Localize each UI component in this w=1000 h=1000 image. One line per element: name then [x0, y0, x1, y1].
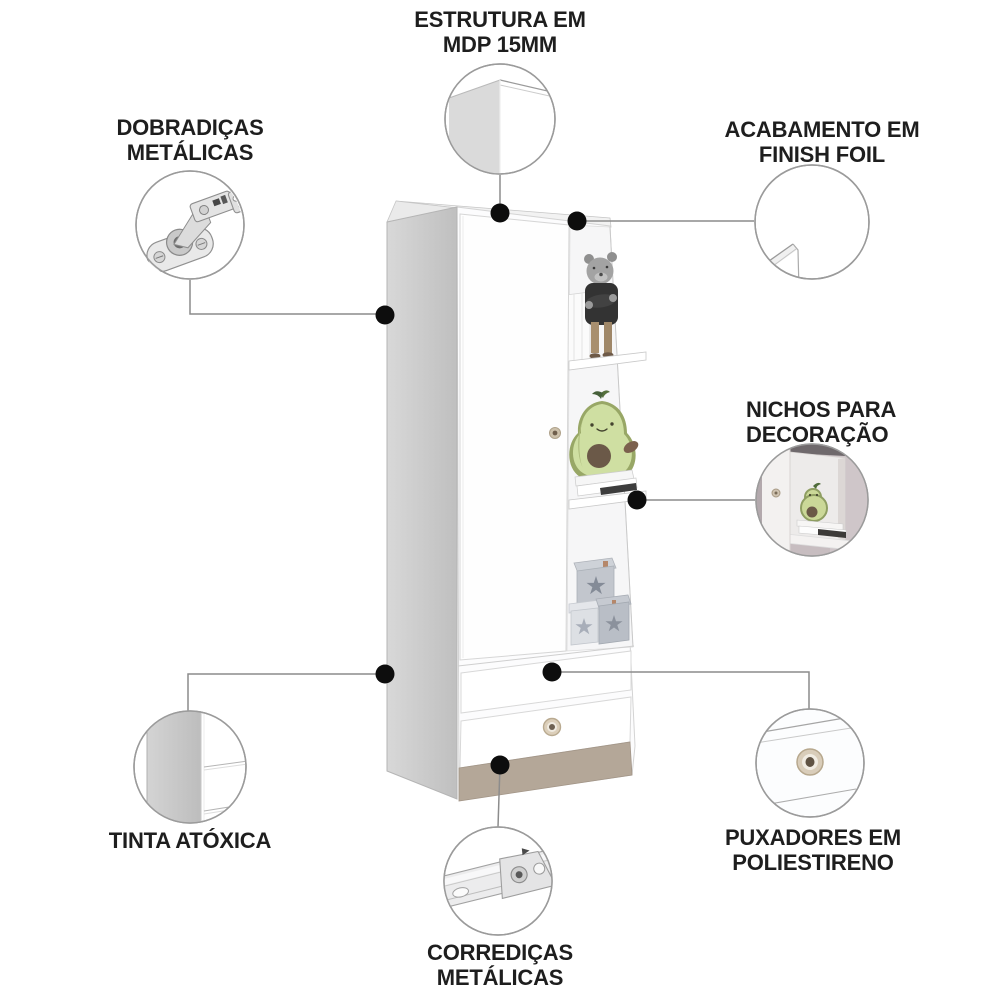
dot-dobradicas [375, 305, 395, 325]
hinge-icon [146, 187, 250, 272]
label-puxadores: PUXADORES EM POLIESTIRENO [725, 825, 901, 875]
callout-circle-puxadores [755, 708, 865, 818]
label-nichos: NICHOS PARA DECORAÇÃO [746, 397, 896, 447]
avocado-plush [569, 390, 639, 497]
label-tinta: TINTA ATÓXICA [108, 828, 272, 853]
callout-circle-corredicas [433, 826, 564, 936]
teddy-plush [584, 252, 618, 359]
wardrobe-illustration [386, 200, 647, 802]
dot-nichos [627, 490, 647, 510]
storage-boxes [568, 557, 632, 646]
shelf-1 [568, 351, 647, 371]
label-nichos-line1: NICHOS PARA [746, 397, 897, 422]
label-corredicas-line2: METÁLICAS [436, 965, 564, 990]
dot-tinta [375, 664, 395, 684]
label-estrutura-line1: ESTRUTURA EM [414, 7, 586, 32]
label-dobradicas: DOBRADIÇAS METÁLICAS [116, 115, 263, 165]
wardrobe-side-panel [386, 206, 458, 800]
label-dobradicas-line1: DOBRADIÇAS [116, 115, 264, 140]
label-estrutura: ESTRUTURA EM MDP 15MM [414, 7, 586, 57]
dot-corredicas [490, 755, 510, 775]
callout-circle-tinta [133, 710, 247, 824]
connector-tinta [187, 673, 385, 711]
label-puxadores-line2: POLIESTIRENO [732, 850, 894, 875]
callout-circle-estrutura [444, 63, 556, 175]
connector-corredicas [497, 764, 501, 828]
drawer-unit [457, 645, 635, 802]
label-estrutura-line2: MDP 15MM [442, 32, 558, 57]
drawer-1 [460, 650, 632, 714]
connector-lines [187, 175, 810, 828]
label-puxadores-line1: PUXADORES EM [724, 825, 902, 850]
wardrobe-door [459, 213, 570, 661]
callout-circle-dobradicas [135, 170, 250, 280]
label-corredicas: CORREDIÇAS METÁLICAS [427, 940, 573, 990]
label-tinta-line1: TINTA ATÓXICA [108, 828, 272, 853]
label-nichos-line2: DECORAÇÃO [746, 422, 889, 447]
base-strip [458, 741, 633, 802]
label-dobradicas-line2: METÁLICAS [126, 140, 254, 165]
label-acabamento-line2: FINISH FOIL [758, 142, 886, 167]
label-acabamento: ACABAMENTO EM FINISH FOIL [725, 117, 920, 167]
label-corredicas-line1: CORREDIÇAS [427, 940, 573, 965]
connector-dobradicas [189, 280, 385, 315]
callout-circle-nichos [755, 443, 869, 557]
label-acabamento-line1: ACABAMENTO EM [724, 117, 920, 142]
dot-puxadores [542, 662, 562, 682]
callout-dots [375, 203, 647, 775]
shelf-books [565, 291, 591, 364]
connector-puxadores [552, 671, 810, 709]
mini-avocado [800, 482, 828, 522]
callout-circle-acabamento [754, 164, 870, 280]
dot-estrutura [490, 203, 510, 223]
dot-acabamento [567, 211, 587, 231]
